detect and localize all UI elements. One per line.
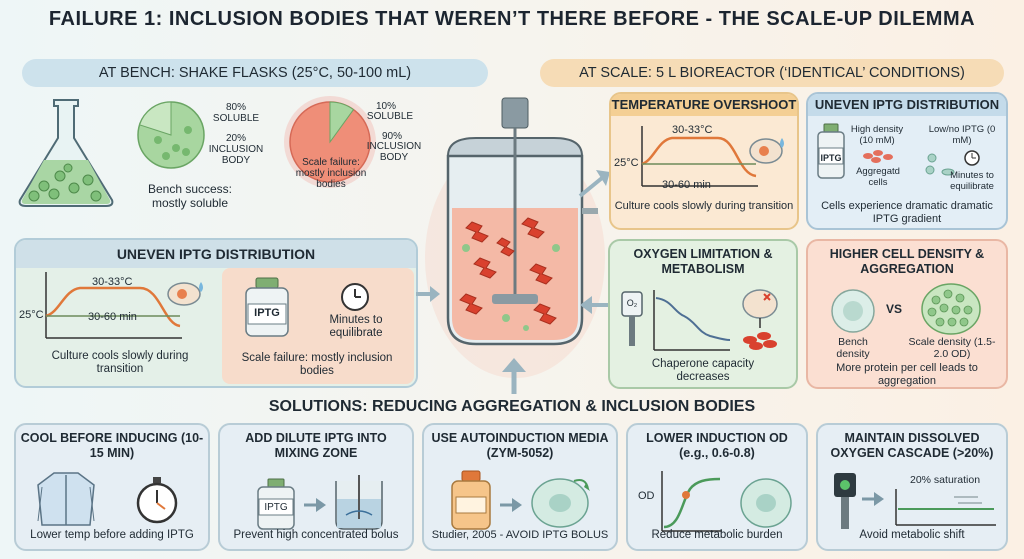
- growth-curve-graph: [661, 471, 722, 532]
- arrow-left-in: [416, 286, 440, 302]
- left-failure: Scale failure: mostly inclusion bodies: [241, 352, 393, 377]
- media-bottle-icon: [451, 470, 491, 530]
- arrow-right-in: [580, 296, 608, 314]
- left-panel-caption: Culture cools slowly during transition: [51, 350, 189, 375]
- bench-caption: Bench success: mostly soluble: [147, 182, 233, 210]
- left-temp-peak: 30-33°C: [92, 276, 133, 288]
- bench-pie-chart: [137, 101, 205, 169]
- solution-autoinduction-card: USE AUTOINDUCTION MEDIA (ZYM-5052) Studi…: [422, 423, 618, 551]
- solution-lower-od-title: LOWER INDUCTION OD (e.g., 0.6-0.8): [646, 431, 788, 460]
- overshoot-cell-icon: [749, 138, 784, 164]
- solution-cool-footer: Lower temp before adding IPTG: [30, 529, 194, 541]
- iptg-bottle-icon: [245, 277, 289, 337]
- solutions-title: SOLUTIONS: REDUCING AGGREGATION & INCLUS…: [268, 398, 756, 415]
- density-vs: VS: [886, 302, 903, 316]
- solution-saturation-label: 20% saturation: [910, 474, 981, 486]
- iptg-aggr: Aggregatd cells: [856, 166, 900, 188]
- left-temp-graph: [45, 272, 182, 339]
- oxygen-sensor-icon: [621, 291, 643, 346]
- bench-soluble-label: SOLUBLE: [212, 113, 260, 124]
- solution-lower-od-footer: Reduce metabolic burden: [651, 529, 783, 541]
- scale-pie-caption: Scale failure: mostly inclusion bodies: [295, 157, 367, 190]
- overshoot-base: 25°C: [614, 157, 639, 169]
- iptg-caption: Cells experience dramatic dramatic IPTG …: [821, 200, 993, 225]
- oxygen-title: OXYGEN LIMITATION & METABOLISM: [633, 247, 773, 276]
- iptg-clock-icon: [964, 150, 980, 166]
- mixing-arrow-icon: [304, 498, 326, 512]
- scale-soluble-label: SOLUBLE: [366, 111, 414, 122]
- left-panel-title: UNEVEN IPTG DISTRIBUTION: [16, 240, 416, 268]
- density-scale: Scale density (1.5-2.0 OD): [908, 336, 996, 360]
- density-caption: More protein per cell leads to aggregati…: [836, 362, 978, 387]
- solution-od-axis-label: OD: [638, 490, 655, 502]
- left-bottle-label: IPTG: [254, 307, 280, 319]
- solution-lower-od-card: LOWER INDUCTION OD (e.g., 0.6-0.8) OD Re…: [626, 423, 808, 551]
- bench-ib-label: INCLUSION BODY: [208, 144, 264, 166]
- iptg-panel-bottle-label: IPTG: [820, 153, 842, 163]
- low-iptg-cells-icon: [925, 153, 955, 176]
- solution-iptg-bottle-icon: [257, 478, 295, 530]
- overshoot-peak: 30-33°C: [672, 124, 713, 136]
- solution-cool-title: COOL BEFORE INDUCING (10-15 MIN): [20, 431, 204, 460]
- do-probe-icon: [834, 473, 856, 529]
- scale-header: AT SCALE: 5 L BIOREACTOR (‘IDENTICAL’ CO…: [540, 59, 1004, 87]
- mixing-vessel-icon: [335, 475, 383, 530]
- solution-dilute-card: ADD DILUTE IPTG INTO MIXING ZONE IPTG Pr…: [218, 423, 414, 551]
- do-arrow-icon: [862, 492, 884, 506]
- left-clock-caption: Minutes to equilibrate: [329, 314, 383, 339]
- oxygen-decline-graph: [653, 290, 731, 351]
- solution-iptg-label: IPTG: [264, 502, 288, 513]
- overshoot-duration: 30-60 min: [662, 179, 711, 191]
- scale-ib-pct: 90%: [381, 131, 402, 142]
- iptg-high: High density (10 mM): [850, 124, 904, 146]
- flask-icon: [18, 99, 114, 207]
- bench-soluble-pct: 80%: [225, 102, 246, 113]
- od-cell-icon: [740, 478, 792, 528]
- induced-cell-icon: [531, 478, 590, 528]
- iptg-minutes: Minutes to equilibrate: [950, 170, 994, 192]
- iptg-low: Low/no IPTG (0 mM): [928, 124, 996, 146]
- iptg-panel-title: UNEVEN IPTG DISTRIBUTION: [808, 94, 1006, 116]
- solution-dilute-title: ADD DILUTE IPTG INTO MIXING ZONE: [245, 431, 387, 460]
- arrow-up-right: [578, 170, 610, 198]
- overshoot-caption: Culture cools slowly during transition: [614, 200, 794, 212]
- solution-cool-card: COOL BEFORE INDUCING (10-15 MIN) Lower t…: [14, 423, 210, 551]
- scale-density-cell-icon: [921, 283, 981, 335]
- scale-ib-label: INCLUSION BODY: [366, 141, 422, 163]
- clock-icon: [341, 283, 369, 311]
- bench-density-cell-icon: [831, 289, 875, 333]
- arrow-up-center: [502, 358, 526, 394]
- left-duration: 30-60 min: [88, 311, 137, 323]
- jacket-icon: [37, 472, 95, 526]
- solution-autoinduction-title: USE AUTOINDUCTION MEDIA (ZYM-5052): [431, 431, 609, 460]
- overshoot-graph: [641, 126, 758, 187]
- bench-header: AT BENCH: SHAKE FLASKS (25°C, 50-100 mL): [22, 59, 488, 87]
- solution-autoinduction-footer: Studier, 2005 - AVOID IPTG BOLUS: [431, 529, 609, 541]
- stopwatch-icon: [136, 477, 178, 524]
- solution-dilute-footer: Prevent high concentrated bolus: [233, 529, 399, 541]
- aggregate-cell-icon: [742, 289, 778, 350]
- density-title: HIGHER CELL DENSITY & AGGREGATION: [829, 247, 985, 276]
- media-arrow-icon: [500, 498, 522, 512]
- scale-pie-chart: [284, 96, 376, 188]
- solution-oxygen-card: MAINTAIN DISSOLVED OXYGEN CASCADE (>20%)…: [816, 423, 1008, 551]
- density-bench: Bench density: [836, 336, 870, 360]
- iptg-panel-bottle-icon: [817, 123, 845, 179]
- solution-oxygen-footer: Avoid metabolic shift: [859, 529, 965, 541]
- aggregated-cells-icon: [863, 150, 893, 163]
- cell-icon: [167, 282, 203, 306]
- solution-oxygen-title: MAINTAIN DISSOLVED OXYGEN CASCADE (>20%): [830, 431, 994, 460]
- left-temp-base: 25°C: [19, 309, 44, 321]
- bench-ib-pct: 20%: [225, 133, 246, 144]
- oxygen-sensor-label: O₂: [626, 298, 638, 308]
- do-level-graph: [895, 489, 996, 526]
- page-title: FAILURE 1: INCLUSION BODIES THAT WEREN’T…: [48, 8, 976, 30]
- temp-overshoot-title: TEMPERATURE OVERSHOOT: [611, 94, 797, 116]
- bioreactor-icon: [425, 97, 605, 378]
- oxygen-caption: Chaperone capacity decreases: [651, 358, 755, 383]
- scale-soluble-pct: 10%: [375, 101, 396, 112]
